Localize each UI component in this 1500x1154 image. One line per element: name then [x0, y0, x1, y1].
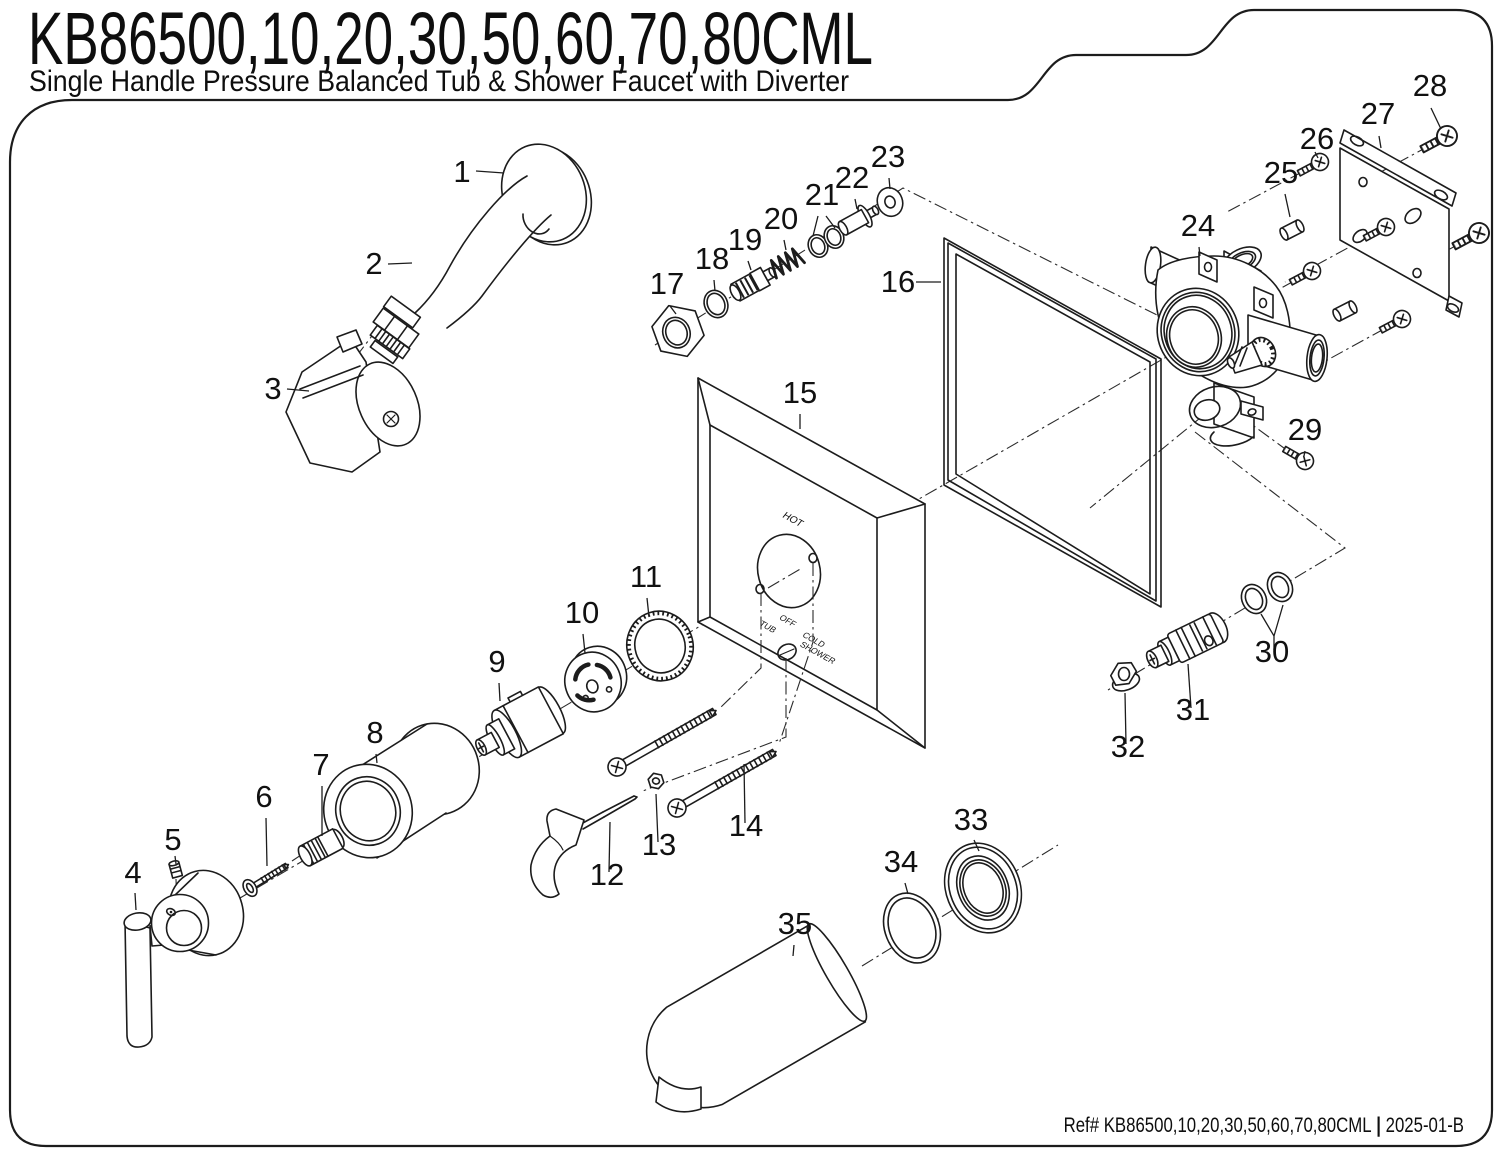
part-label-2: 2: [365, 246, 382, 281]
part-label-24: 24: [1181, 208, 1215, 243]
part-label-11: 11: [630, 559, 662, 594]
part-number-labels: 1 2 3 4 5 6 7 8 9 10 11 12 13 14 15 16 1…: [124, 68, 1447, 941]
page-subtitle: Single Handle Pressure Balanced Tub & Sh…: [29, 65, 849, 98]
part-label-31: 31: [1176, 692, 1210, 727]
part-label-29: 29: [1288, 412, 1322, 447]
part-label-10: 10: [565, 595, 599, 630]
part-16-plate-gasket: [943, 237, 1162, 608]
part-label-16: 16: [881, 264, 915, 299]
part-33-spout-flange: [943, 842, 1023, 934]
part-18-o-ring: [703, 289, 729, 319]
part-20-spring: [769, 247, 806, 280]
part-12-diverter-knob: [529, 795, 638, 899]
part-13-diverter-nut: [647, 772, 665, 790]
part-label-7: 7: [312, 747, 329, 782]
part-label-8: 8: [366, 715, 383, 750]
part-31-diverter-spindle: [1145, 612, 1229, 669]
part-label-3: 3: [264, 371, 281, 406]
part-label-17: 17: [650, 266, 684, 301]
part-35-tub-spout: [645, 922, 868, 1113]
part-23-washer: [876, 186, 904, 218]
part-label-32: 32: [1111, 729, 1145, 764]
page-title: KB86500,10,20,30,50,60,70,80CML: [28, 0, 873, 80]
part-2-shower-arm: [369, 175, 552, 365]
part-label-21: 21: [805, 177, 839, 212]
part-27-mounting-bracket: [1339, 129, 1463, 318]
part-label-1: 1: [453, 154, 470, 189]
footer-ref-text: Ref# KB86500,10,20,30,50,60,70,80CML | 2…: [1064, 1114, 1464, 1137]
part-32-flange-nut: [1109, 661, 1141, 692]
part-label-6: 6: [255, 779, 272, 814]
part-34-spout-o-ring: [882, 892, 942, 964]
part-label-26: 26: [1300, 121, 1334, 156]
part-24-valve-body: [1144, 246, 1329, 447]
part-8-trim-sleeve: [322, 722, 481, 859]
part-label-4: 4: [124, 855, 141, 890]
axis-lines-over-plate: [639, 563, 814, 793]
part-14-mounting-screws: [607, 707, 777, 818]
part-label-35: 35: [778, 906, 812, 941]
part-15-escutcheon-plate: HOT TUB OFF COLD SHOWER: [697, 377, 926, 749]
part-5-set-screw: [168, 859, 184, 879]
footer: Ref# KB86500,10,20,30,50,60,70,80CML | 2…: [1064, 1114, 1464, 1137]
part-label-23: 23: [871, 139, 905, 174]
part-label-34: 34: [884, 844, 918, 879]
part-label-5: 5: [164, 822, 181, 857]
part-label-12: 12: [590, 857, 624, 892]
part-7-handle-adapter: [297, 828, 345, 867]
part-label-18: 18: [695, 241, 729, 276]
part-label-13: 13: [642, 827, 676, 862]
part-22-diverter-plunger: [837, 204, 880, 236]
part-3-shower-head: [285, 329, 421, 473]
part-9-cartridge: [474, 686, 567, 759]
part-17-cap-nut: [651, 304, 705, 358]
part-label-28: 28: [1413, 68, 1447, 103]
part-label-19: 19: [728, 222, 762, 257]
part-label-33: 33: [954, 802, 988, 837]
part-11-trim-ring: [626, 610, 694, 682]
part-label-22: 22: [835, 160, 869, 195]
part-label-14: 14: [729, 808, 763, 843]
part-label-20: 20: [764, 201, 798, 236]
page-border: [8, 8, 1494, 1148]
part-label-25: 25: [1264, 155, 1298, 190]
part-label-27: 27: [1361, 96, 1395, 131]
part-30-spindle-o-rings: [1240, 571, 1294, 615]
part-label-9: 9: [488, 644, 505, 679]
leader-lines: [134, 107, 1442, 957]
part-label-30: 30: [1255, 634, 1289, 669]
part-10-cartridge-stop: [564, 645, 628, 713]
part-19-check-stop: [729, 266, 777, 302]
part-4-handle-assembly: [123, 869, 245, 1048]
part-label-15: 15: [783, 375, 817, 410]
part-6-handle-screw: [242, 862, 290, 898]
